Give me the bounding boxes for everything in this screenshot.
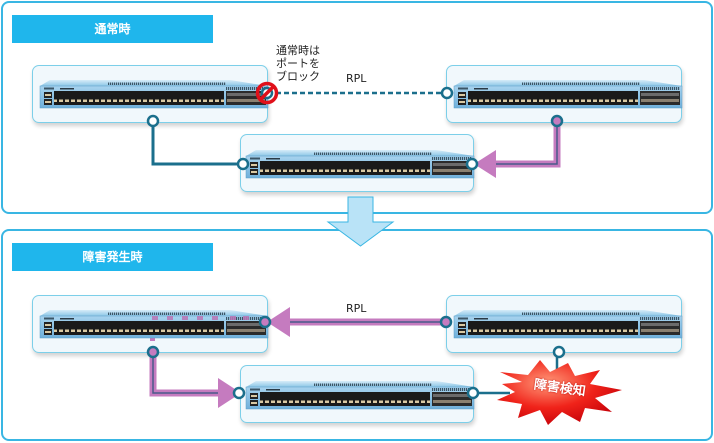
switch-box-top-right [446,65,682,123]
block-note-line1: 通常時は [276,44,320,57]
switch-box-bottom-left [32,295,268,353]
switch-box-bottom-right [446,295,682,353]
rpl-label-top: RPL [346,72,367,85]
switch-box-top-left [32,65,268,123]
switch-box-bottom-center [240,365,474,423]
block-note-line3: ブロック [276,70,320,83]
rpl-label-bottom: RPL [346,302,367,315]
switch-box-top-center [240,134,474,192]
block-note-line2: ポートを [276,57,320,70]
normal-state-title: 通常時 [12,15,213,43]
failure-state-title: 障害発生時 [12,243,213,271]
